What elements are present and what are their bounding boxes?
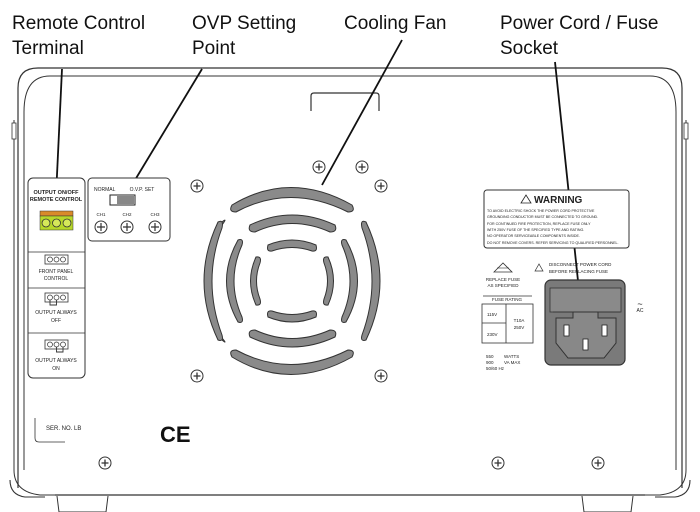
warning-label: WARNING TO AVOID ELECTRIC SHOCK THE POWE…	[483, 189, 630, 249]
watts-value: 550	[486, 354, 494, 359]
ac-symbol-icon: ~	[637, 299, 642, 309]
ch2-ovp-trim-pot[interactable]	[120, 220, 134, 234]
replace-fuse-line2: AS SPECIFIED	[487, 283, 519, 288]
front-panel-line2: CONTROL	[44, 276, 69, 282]
screw-icon	[190, 179, 204, 193]
fuse-type: T10A	[514, 318, 525, 323]
watts-label: WATTS	[504, 354, 519, 359]
fuse-115v: 115V	[487, 312, 497, 317]
always-on-line1: OUTPUT ALWAYS	[35, 358, 77, 364]
ce-mark: CE	[160, 422, 191, 447]
disconnect-line2: BEFORE REPLACING FUSE	[549, 269, 608, 274]
power-inlet-socket[interactable]	[544, 279, 626, 366]
ac-label: AC	[637, 308, 644, 314]
va-value: 900	[486, 360, 494, 365]
terminal-orange-strip	[39, 210, 74, 217]
warning-triangle-icon	[520, 194, 532, 204]
callout-ovp-setting-point: OVP Setting Point	[192, 13, 297, 59]
remote-control-terminal-block: OUTPUT ON/OFF REMOTE CONTROL FRONT PANEL…	[27, 177, 86, 379]
replace-fuse-icon	[493, 262, 513, 273]
fuse-rating-header: FUSE RATING	[492, 297, 522, 302]
ovp-setting-block: NORMAL O.V.P. SET CH1 CH2 CH3	[87, 177, 171, 242]
screws-group	[98, 160, 605, 470]
caution-triangle-icon	[534, 263, 544, 272]
ch3-ovp-trim-pot[interactable]	[148, 220, 162, 234]
ch3-label: CH3	[150, 212, 159, 217]
screw-icon	[374, 369, 388, 383]
remote-title-line1: OUTPUT ON/OFF	[34, 190, 80, 196]
pin-neutral	[601, 324, 608, 337]
leader-ovp	[134, 68, 203, 181]
ovp-normal-label: NORMAL	[94, 187, 116, 193]
ch2-label: CH2	[122, 212, 131, 217]
leader-fan	[321, 39, 403, 186]
screw-icon	[355, 160, 369, 174]
cooling-fan-grille	[203, 187, 381, 375]
screw-icon	[190, 369, 204, 383]
leader-power	[554, 61, 581, 301]
chassis-outline	[17, 67, 683, 488]
warning-line: NO OPERATOR SERVICEABLE COMPONENTS INSID…	[487, 234, 580, 238]
warning-line: GROUNDING CONDUCTOR MUST BE CONNECTED TO…	[487, 215, 598, 219]
serial-number-label: SER. NO. LB	[46, 426, 81, 432]
always-off-line2: OFF	[51, 318, 61, 324]
pin-ground	[582, 338, 589, 351]
always-off-line1: OUTPUT ALWAYS	[35, 310, 77, 316]
fuse-230v: 230V	[487, 332, 498, 337]
warning-line: TO AVOID ELECTRIC SHOCK THE POWER CORD P…	[487, 209, 595, 213]
fuse-voltage: 250V	[514, 325, 525, 330]
warning-title: WARNING	[534, 195, 583, 206]
screw-icon	[98, 456, 112, 470]
screw-icon	[312, 160, 326, 174]
callout-power-cord-fuse-socket: Power Cord / Fuse Socket	[500, 13, 659, 59]
foot-left	[56, 495, 109, 512]
warning-line: WITH 250V FUSE OF THE SPECIFIED TYPE AND…	[487, 228, 584, 232]
front-panel-line1: FRONT PANEL	[39, 269, 74, 275]
top-handle-tab	[310, 92, 380, 111]
warning-line: DO NOT REMOVE COVERS. REFER SERVICING TO…	[487, 241, 619, 245]
screw-icon	[491, 456, 505, 470]
ovp-set-label: O.V.P. SET	[130, 187, 155, 193]
fuse-drawer[interactable]	[549, 287, 622, 313]
foot-right	[581, 495, 634, 512]
warning-line: FOR CONTINUED FIRE PROTECTION, REPLACE F…	[487, 222, 591, 226]
replace-fuse-line1: REPLACE FUSE	[486, 277, 520, 282]
screw-icon	[591, 456, 605, 470]
ch1-ovp-trim-pot[interactable]	[94, 220, 108, 234]
screw-icon	[374, 179, 388, 193]
pin-live	[563, 324, 570, 337]
va-label: VA MAX	[504, 360, 520, 365]
callout-cooling-fan: Cooling Fan	[344, 13, 447, 34]
always-on-line2: ON	[52, 366, 60, 372]
remote-title-line2: REMOTE CONTROL	[30, 197, 83, 203]
callout-remote-control-terminal: Remote Control Terminal	[12, 13, 146, 59]
disconnect-line1: DISCONNECT POWER CORD	[549, 262, 612, 267]
fuse-rating-label: REPLACE FUSE AS SPECIFIED FUSE RATING 11…	[481, 262, 534, 371]
frequency-label: 50/60 Hz	[486, 366, 505, 371]
serial-number-bracket	[34, 418, 65, 443]
ch1-label: CH1	[96, 212, 105, 217]
leader-remote	[55, 68, 63, 197]
